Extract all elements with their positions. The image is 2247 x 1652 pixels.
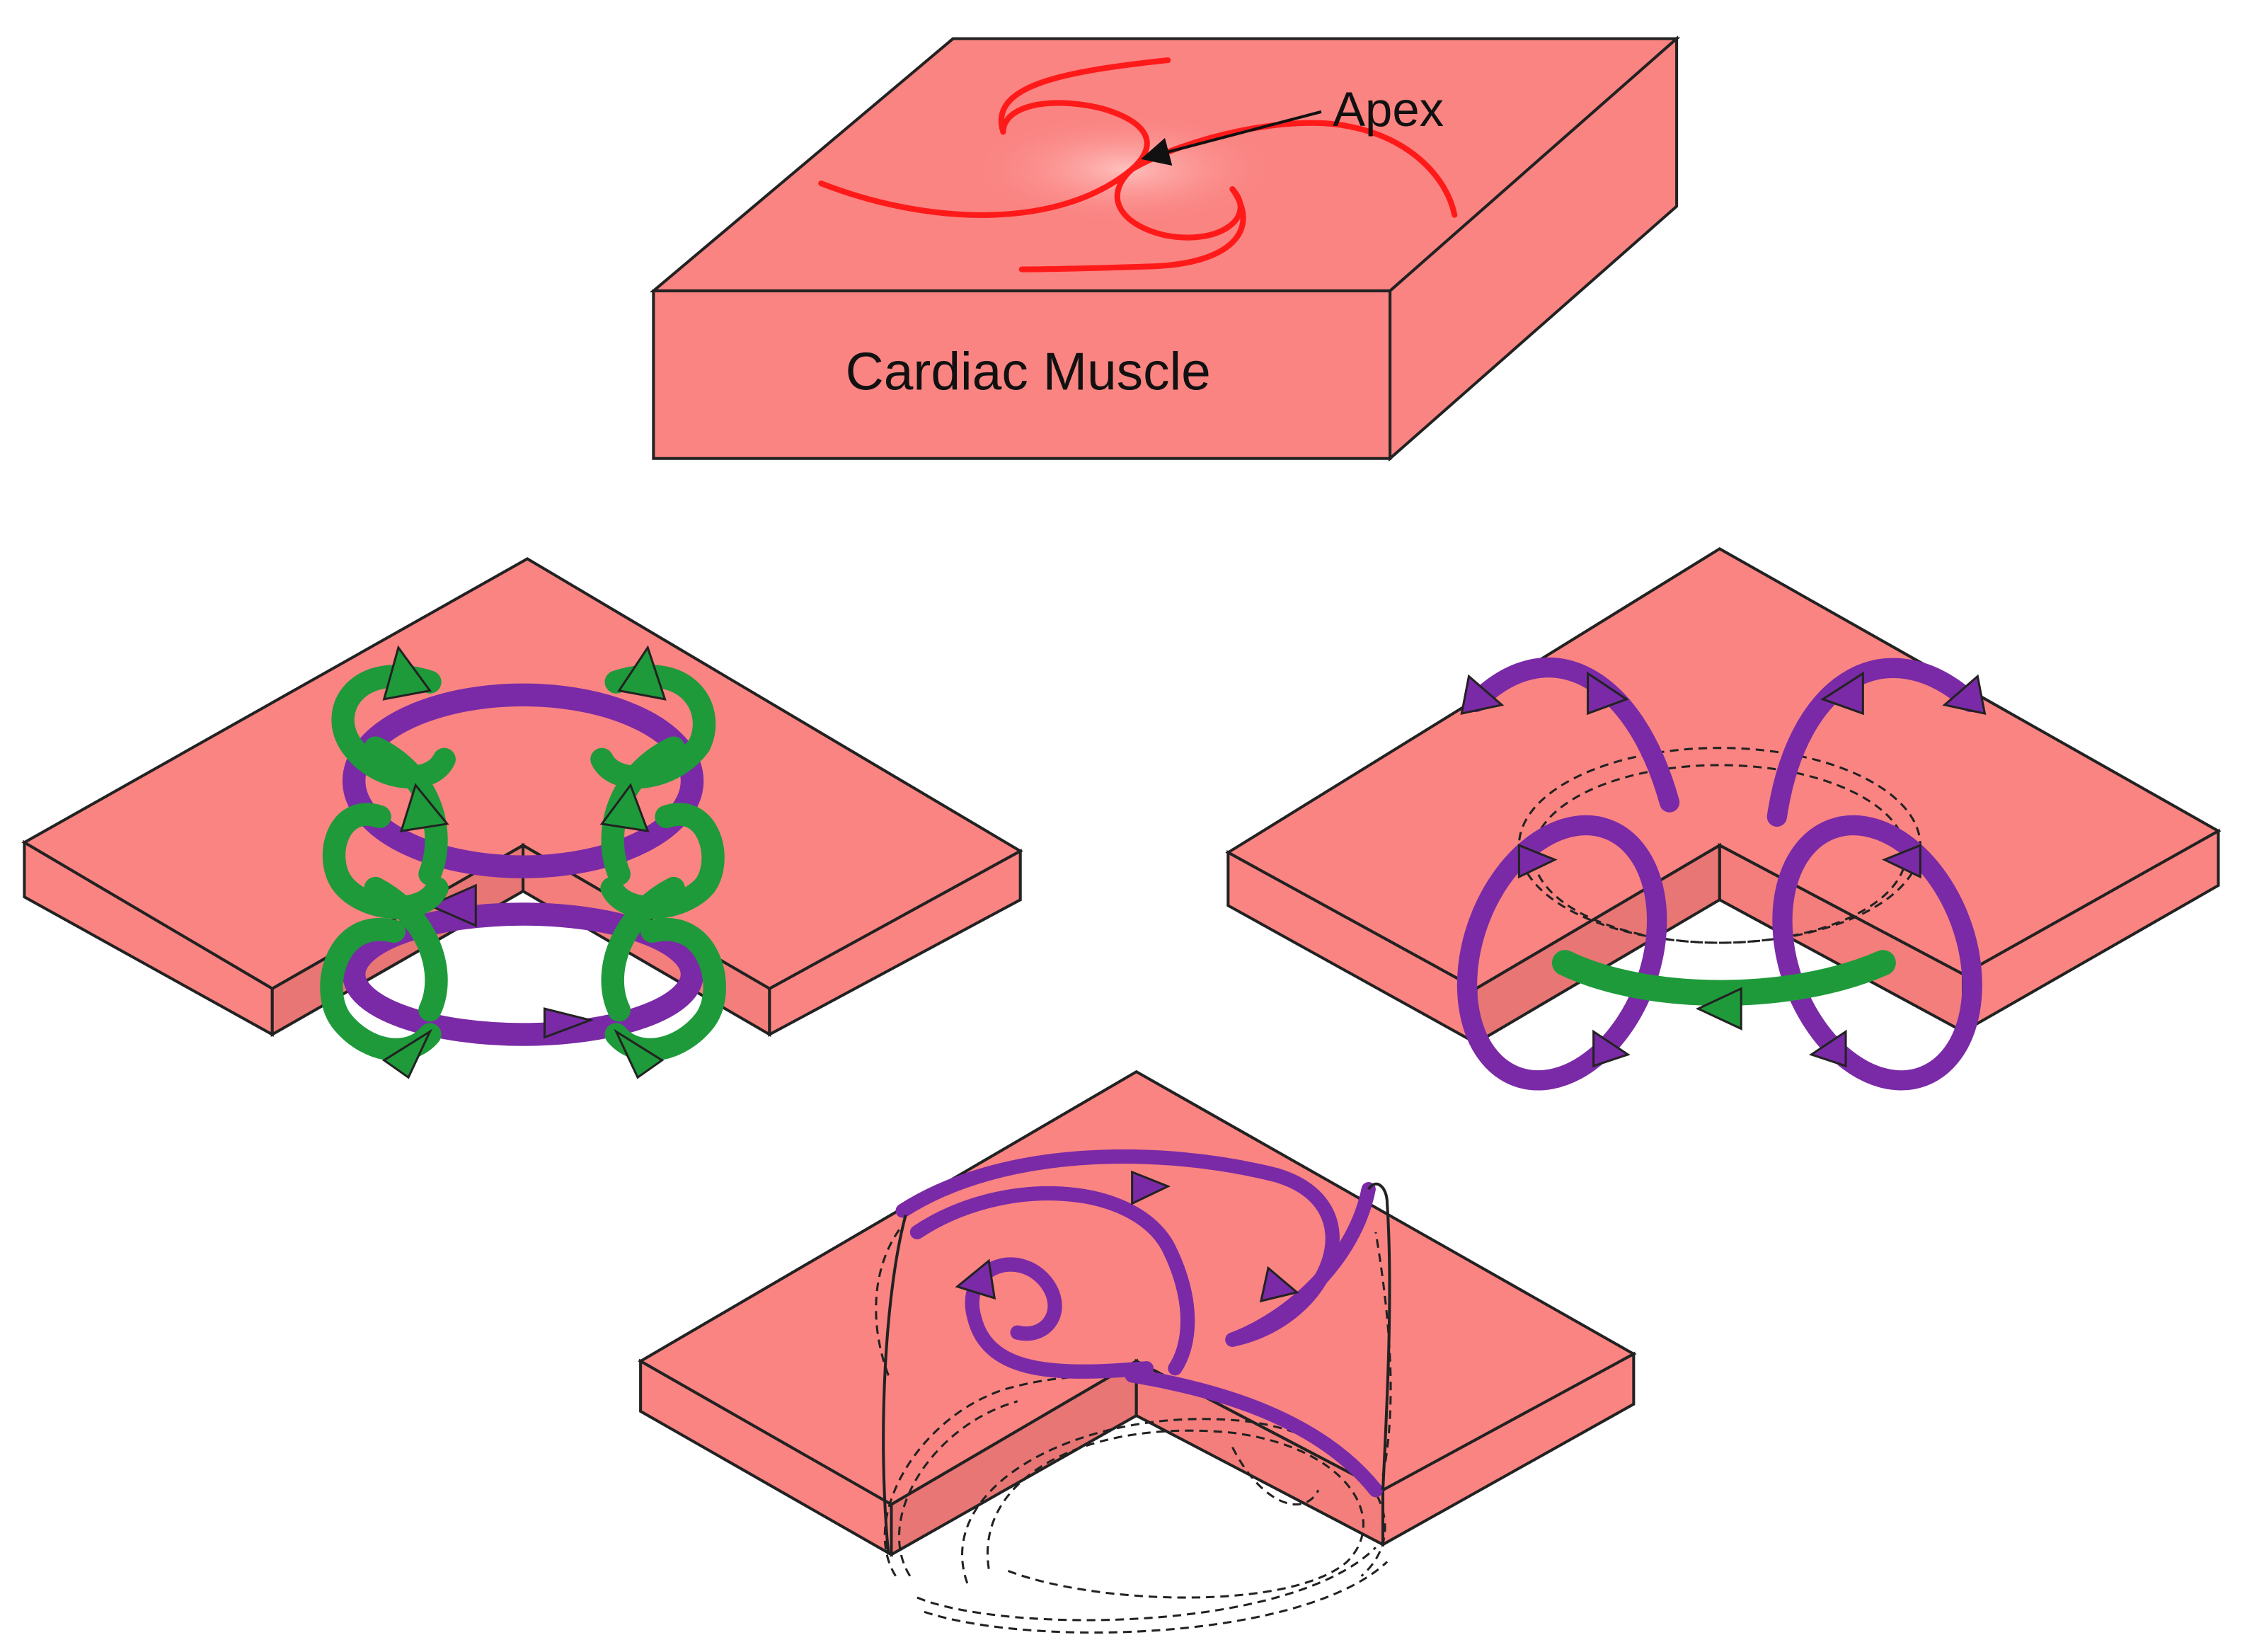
cardiac-muscle-block: Apex Cardiac Muscle [649,35,1681,462]
spiral-wave [818,57,1458,273]
purple-arrowhead [427,883,477,928]
green-arrowhead [1695,987,1742,1031]
solid-filament-edge [1367,1183,1391,1491]
purple-arrowheads [1460,671,1987,1068]
cardiac-muscle-label: Cardiac Muscle [846,342,1211,401]
apex-label: Apex [1333,82,1444,137]
purple-scroll-rings [342,683,704,1046]
apex-pointer-arrow [1141,110,1322,166]
bottom-l-shaped-block [638,1069,1637,1634]
right-l-shaped-block [1225,546,2222,1091]
left-l-shaped-block [21,557,1023,1079]
green-arrowheads [381,645,667,1079]
left-block-front-right [768,849,1022,1037]
bottom-block-front-right [1381,1351,1636,1547]
purple-arrowheads [955,1170,1299,1303]
green-cross-arrow [1551,950,1896,1006]
solid-filament-edge [882,1215,907,1555]
purple-arrowhead [543,1007,594,1039]
block-side-face [1389,35,1679,462]
